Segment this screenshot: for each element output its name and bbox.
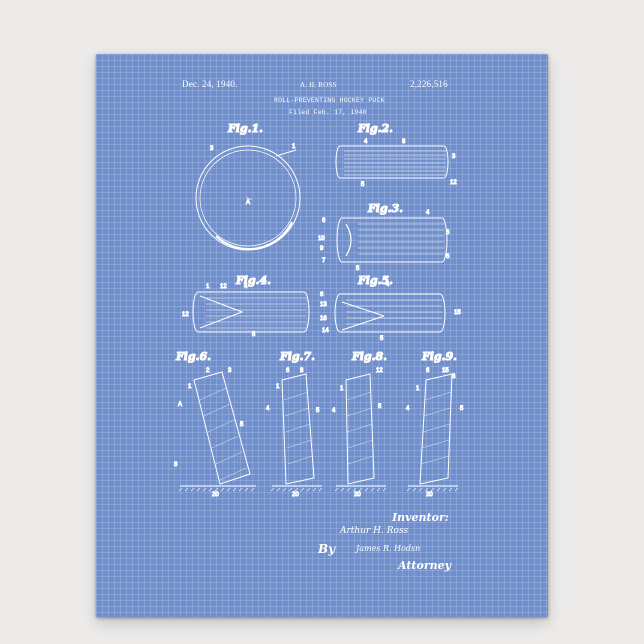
svg-text:1: 1 [416,386,420,392]
fig5-drawing: Fig.5. 6 13 16 14 4 15 5 [320,274,461,342]
svg-text:6: 6 [446,254,450,260]
svg-text:20: 20 [426,492,433,498]
svg-text:1: 1 [206,284,210,290]
svg-text:6: 6 [286,368,290,374]
svg-text:12: 12 [450,180,457,186]
fig4-label: Fig.4. [235,274,271,287]
svg-text:5: 5 [240,422,244,428]
svg-text:4: 4 [406,406,410,412]
svg-text:8: 8 [300,368,304,374]
svg-text:12: 12 [376,368,383,374]
fig3-drawing: Fig.3. 6 10 9 7 4 6 6 5 [318,202,450,272]
svg-text:3: 3 [210,146,214,152]
fig7-label: Fig.7. [279,350,315,363]
svg-text:1: 1 [292,144,296,150]
svg-text:A: A [178,402,182,408]
attorney-label: Attorney [398,559,451,572]
svg-text:2: 2 [206,368,210,374]
patent-drawings: Fig.1. 3 1 A Fig.2. 4 8 [96,54,548,617]
svg-text:3: 3 [228,368,232,374]
svg-text:16: 16 [320,316,327,322]
fig2-drawing: Fig.2. 4 8 3 5 12 [336,122,457,188]
fig8-drawing: Fig.8. 12 1 4 5 20 [332,350,387,498]
svg-text:7: 7 [322,258,326,264]
svg-text:15: 15 [454,310,461,316]
inventor-signature: Arthur H. Ross [340,526,408,536]
fig9-drawing: Fig.9. 6 15 8 1 4 5 20 [406,350,464,498]
svg-text:20: 20 [212,492,219,498]
fig6-drawing: Fig.6. 2 3 1 A 5 8 20 [174,350,256,498]
svg-text:5: 5 [380,336,384,342]
svg-text:6: 6 [446,230,450,236]
svg-text:15: 15 [442,368,449,374]
svg-text:4: 4 [364,139,368,145]
svg-text:5: 5 [252,332,256,338]
svg-text:6: 6 [322,218,326,224]
by-label: By [318,542,335,556]
svg-text:20: 20 [354,492,361,498]
svg-text:5: 5 [361,182,365,188]
svg-text:A: A [246,200,250,206]
svg-text:4: 4 [332,408,336,414]
svg-text:4: 4 [266,406,270,412]
svg-text:14: 14 [322,328,329,334]
svg-text:8: 8 [402,139,406,145]
svg-text:20: 20 [292,492,299,498]
svg-text:5: 5 [378,404,382,410]
fig2-label: Fig.2. [357,122,393,135]
fig9-label: Fig.9. [421,350,457,363]
svg-text:3: 3 [452,154,456,160]
svg-text:13: 13 [320,302,327,308]
svg-text:1: 1 [188,384,192,390]
svg-text:6: 6 [426,368,430,374]
fig1-drawing: Fig.1. 3 1 A [196,122,300,250]
attorney-signature: James R. Hodsn [356,544,420,553]
fig4-drawing: Fig.4. 1 12 4 12 5 [182,274,309,338]
svg-text:9: 9 [320,246,324,252]
svg-text:6: 6 [320,292,324,298]
svg-text:10: 10 [318,236,325,242]
svg-text:5: 5 [316,408,320,414]
svg-text:5: 5 [356,266,360,272]
inventor-label: Inventor: [392,511,449,524]
svg-text:4: 4 [426,210,430,216]
svg-text:1: 1 [340,386,344,392]
svg-text:8: 8 [452,374,456,380]
svg-text:8: 8 [174,462,178,468]
fig7-drawing: Fig.7. 6 8 1 4 5 20 [266,350,322,498]
svg-text:5: 5 [460,406,464,412]
svg-text:12: 12 [182,312,189,318]
fig8-label: Fig.8. [351,350,387,363]
svg-text:12: 12 [220,284,227,290]
svg-text:1: 1 [276,384,280,390]
fig3-label: Fig.3. [367,202,403,215]
fig6-label: Fig.6. [175,350,211,363]
blueprint-poster: Dec. 24, 1940. A. H. ROSS 2,226,516 ROLL… [96,54,548,617]
fig1-label: Fig.1. [227,122,263,135]
